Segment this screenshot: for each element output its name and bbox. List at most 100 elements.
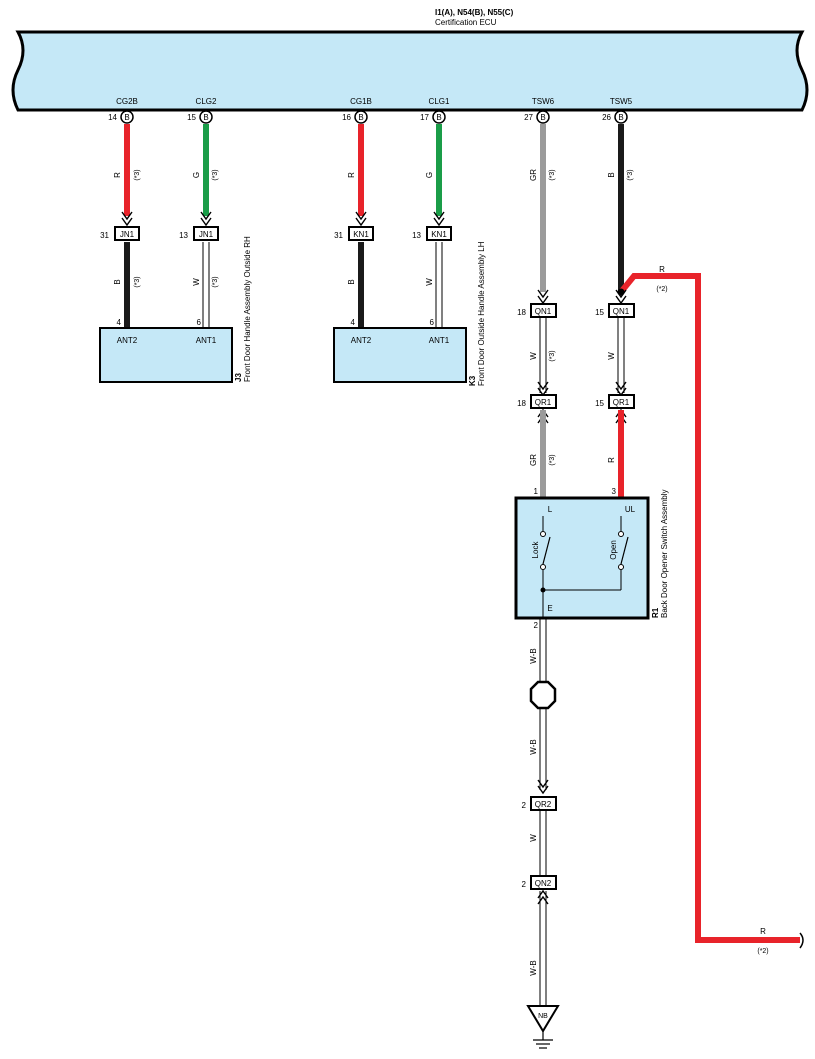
arrow-markers-qn1	[537, 289, 627, 305]
component-k3-name: Front Door Outside Handle Assembly LH	[477, 241, 486, 386]
svg-text:NB: NB	[538, 1013, 548, 1020]
connector-qr1-15: 15 QR1	[595, 394, 635, 409]
svg-text:QR1: QR1	[535, 398, 552, 407]
wire-clg1	[436, 124, 442, 216]
svg-text:18: 18	[517, 308, 526, 317]
wire-j3-ant1	[202, 242, 210, 328]
connector-qr2: 2 QR2	[522, 796, 557, 811]
component-j3-name: Front Door Handle Assembly Outside RH	[243, 236, 252, 382]
svg-text:B: B	[540, 113, 545, 122]
svg-text:2: 2	[522, 880, 527, 889]
svg-text:JN1: JN1	[120, 230, 135, 239]
component-j3: 4 6 ANT2 ANT1	[99, 318, 233, 383]
wire-r1-ground-b	[539, 708, 547, 790]
wire-branch-r	[618, 273, 800, 943]
r1-internal-circuit	[542, 516, 622, 618]
svg-text:B: B	[203, 113, 208, 122]
wire-tsw6	[540, 124, 546, 292]
ground-point-nb: NB	[526, 1005, 560, 1033]
component-k3-id: K3	[468, 375, 477, 386]
component-r1-name: Back Door Opener Switch Assembly	[660, 490, 669, 619]
wire-note-tsw6: (*3)	[549, 169, 556, 180]
wire-label-branch-r-end: R	[760, 927, 766, 936]
wire-qr1-r1-l	[540, 410, 546, 498]
svg-text:2: 2	[522, 801, 527, 810]
wire-label-qn1-qr1-15: W	[607, 352, 616, 360]
wire-label-r1-ground-b: W-B	[529, 739, 538, 754]
wire-note-cg2b: (*3)	[134, 169, 141, 180]
connector-kn1-13: 13 KN1	[412, 226, 452, 241]
svg-text:QR1: QR1	[613, 398, 630, 407]
svg-text:14: 14	[108, 113, 117, 122]
component-r1: 1 3 L UL E 2	[514, 487, 650, 630]
wire-label-cg1b: R	[347, 172, 356, 178]
ecu-pin-name-clg2: CLG2	[196, 97, 217, 106]
ecu-pin-name-cg2b: CG2B	[116, 97, 138, 106]
svg-text:B: B	[358, 113, 363, 122]
wire-qr1-r1-ul	[618, 410, 624, 498]
open-switch-icon	[618, 531, 629, 570]
wire-label-tsw5: B	[607, 172, 616, 177]
wire-qn2-nb	[539, 891, 547, 1006]
svg-text:4: 4	[117, 318, 122, 327]
svg-text:26: 26	[602, 113, 611, 122]
wire-label-j3-ant2: B	[113, 279, 122, 284]
svg-text:B: B	[124, 113, 129, 122]
wire-tsw5	[618, 124, 624, 292]
certification-ecu-box	[11, 30, 809, 112]
wire-label-k3-ant1: W	[425, 278, 434, 286]
wire-cg1b	[358, 124, 364, 216]
wire-qn1-qr1-15	[617, 318, 625, 393]
svg-text:2: 2	[534, 621, 539, 630]
svg-text:15: 15	[595, 399, 604, 408]
wire-label-tsw6: GR	[529, 169, 538, 181]
connector-jn1-13: 13 JN1	[179, 226, 219, 241]
svg-text:3: 3	[612, 487, 617, 496]
svg-text:17: 17	[420, 113, 429, 122]
ecu-pin-15: 15 B	[187, 110, 213, 124]
connector-qr1-18: 18 QR1	[517, 394, 557, 409]
svg-text:L: L	[548, 505, 553, 514]
switch-label-lock: Lock	[531, 541, 540, 559]
connector-kn1-31: 31 KN1	[334, 226, 374, 241]
svg-text:6: 6	[430, 318, 435, 327]
ecu-pin-name-tsw6: TSW6	[532, 97, 555, 106]
arrow-markers-qr1-out	[537, 408, 627, 424]
svg-text:13: 13	[179, 231, 188, 240]
svg-text:ANT1: ANT1	[429, 336, 450, 345]
wire-continuation-mark	[799, 932, 804, 949]
lock-switch-icon	[540, 531, 551, 570]
wire-label-clg2: G	[192, 172, 201, 178]
arrow-markers-qr2	[537, 779, 549, 795]
component-r1-id: R1	[651, 607, 660, 618]
svg-text:QN1: QN1	[535, 307, 552, 316]
ecu-pin-26: 26 B	[602, 110, 628, 124]
ecu-pin-16: 16 B	[342, 110, 368, 124]
component-j3-id: J3	[234, 373, 243, 382]
wire-cg2b	[124, 124, 130, 216]
wire-note-j3-ant1: (*3)	[212, 276, 219, 287]
wire-label-cg2b: R	[113, 172, 122, 178]
connector-jn1-31: 31 JN1	[100, 226, 140, 241]
svg-text:31: 31	[100, 231, 109, 240]
wire-label-qr2-qn2: W	[529, 834, 538, 842]
wire-qr2-qn2	[539, 811, 547, 875]
wire-label-qr1-r1-ul: R	[607, 457, 616, 463]
component-k3: 4 6 ANT2 ANT1	[333, 318, 467, 383]
arrow-markers-qr1	[537, 381, 627, 397]
svg-text:ANT1: ANT1	[196, 336, 217, 345]
wire-k3-ant1	[435, 242, 443, 328]
svg-text:B: B	[618, 113, 623, 122]
svg-text:KN1: KN1	[431, 230, 447, 239]
ecu-pin-14: 14 B	[108, 110, 134, 124]
splice-octagon	[529, 680, 557, 710]
wire-label-branch-r: R	[659, 265, 665, 274]
wire-note-clg2: (*3)	[212, 169, 219, 180]
wire-label-qn1-qr1-18: W	[529, 352, 538, 360]
wire-label-qr1-r1-l: GR	[529, 454, 538, 466]
wire-note-qn1-qr1-18: (*3)	[549, 350, 556, 361]
wire-r1-ground-a	[539, 618, 547, 684]
svg-text:1: 1	[534, 487, 539, 496]
connector-qn2: 2 QN2	[522, 875, 557, 890]
